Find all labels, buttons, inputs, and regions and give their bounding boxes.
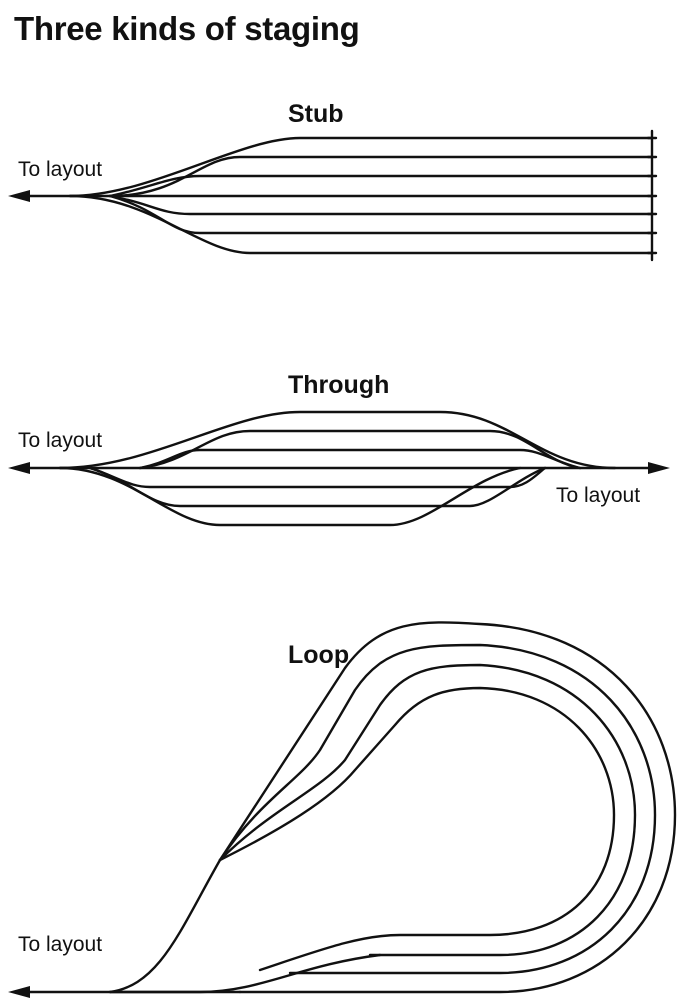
- loop-track-2: [218, 643, 657, 975]
- stub-track-7: [68, 194, 654, 255]
- through-track-2: [138, 429, 582, 470]
- loop-section: Loop To layout: [8, 621, 677, 998]
- stub-track-2: [108, 155, 654, 198]
- stub-section: Stub To layout: [8, 100, 658, 262]
- through-arrow-right: [648, 462, 670, 474]
- stub-bumper-ticks: [646, 136, 658, 255]
- through-to-layout-label-right: To layout: [556, 484, 640, 507]
- through-heading: Through: [288, 371, 389, 399]
- stub-to-layout-label: To layout: [18, 158, 102, 181]
- through-track-7: [58, 466, 522, 527]
- stub-heading: Stub: [288, 100, 344, 128]
- stub-track-5: [108, 194, 654, 216]
- loop-track-outer: [108, 621, 677, 994]
- loop-to-layout-label: To layout: [18, 933, 102, 956]
- diagram-title: Three kinds of staging: [14, 10, 360, 47]
- through-section: Through To layout To layout: [8, 371, 670, 527]
- through-to-layout-label-left: To layout: [18, 429, 102, 452]
- stub-arrow-left: [8, 190, 30, 202]
- through-arrow-left: [8, 462, 30, 474]
- stub-track-3: [108, 174, 654, 198]
- loop-track-3: [218, 663, 637, 957]
- loop-track-inner: [218, 686, 616, 972]
- stub-track-1: [68, 136, 654, 198]
- loop-heading: Loop: [288, 641, 349, 669]
- through-track-1: [58, 410, 617, 470]
- loop-arrow-left: [8, 986, 30, 998]
- through-track-3: [138, 448, 582, 470]
